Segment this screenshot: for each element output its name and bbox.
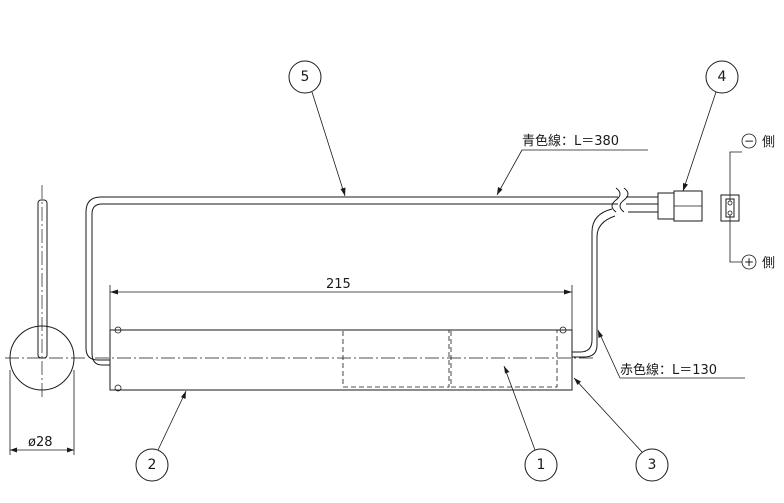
plus-symbol: + — [744, 255, 754, 269]
arrowhead — [497, 187, 503, 195]
red-wire — [572, 208, 616, 358]
blue-wire-label: 青色線：L＝380 — [496, 133, 648, 196]
negative-side-label: 側 — [762, 135, 775, 150]
callout-leader — [157, 390, 187, 451]
callout-number: 5 — [301, 69, 310, 85]
arrowhead — [683, 183, 688, 191]
end-view: ø28 — [5, 185, 85, 455]
arrowhead — [340, 187, 346, 196]
minus-icon — [741, 133, 757, 149]
callout-5: 5 — [288, 60, 346, 197]
callout-leader — [503, 365, 536, 451]
end-view-wire-lead — [37, 199, 48, 359]
positive-side-label: 側 — [762, 256, 775, 271]
arrowhead — [181, 391, 186, 399]
callout-balloon — [524, 448, 558, 482]
arrowhead — [598, 330, 603, 338]
callout-leader — [311, 91, 346, 197]
red-wire-outer — [572, 208, 613, 353]
blue-wire-leader — [496, 149, 523, 196]
corner-mark — [114, 384, 122, 392]
wire-break-mark — [619, 187, 629, 213]
blue-wire-outer — [85, 196, 618, 361]
red-wire-label: 赤色線：L＝130 — [597, 329, 745, 379]
cell-end-circle — [9, 325, 75, 391]
corner-mark — [559, 326, 567, 334]
arrowhead — [67, 447, 74, 453]
diameter-label: ø28 — [28, 435, 53, 450]
callout-balloon — [635, 448, 669, 482]
positive-leader — [729, 215, 742, 263]
callout-balloon — [135, 448, 169, 482]
callout-number: 4 — [718, 69, 727, 85]
callout-leader — [573, 377, 643, 453]
arrowhead — [110, 289, 118, 295]
cell-hidden-outline-right — [450, 329, 558, 388]
connector-face-inner — [725, 198, 735, 218]
callout-balloon — [288, 60, 322, 94]
length-label: 215 — [326, 277, 351, 292]
connector-face: − 側 + 側 — [720, 133, 775, 271]
minus-symbol: − — [744, 134, 754, 148]
callout-number: 1 — [537, 457, 546, 473]
callout-number: 2 — [148, 457, 157, 473]
red-wire-inner — [572, 215, 616, 358]
connector-neck — [657, 192, 675, 220]
battery-body — [95, 326, 595, 392]
arrowhead — [564, 289, 572, 295]
callout-4: 4 — [682, 60, 739, 192]
callout-3: 3 — [573, 377, 669, 482]
red-wire-leader — [597, 329, 621, 379]
blue-wire — [85, 196, 618, 366]
arrowhead — [574, 378, 581, 385]
blue-wire-inner — [91, 203, 618, 366]
wire-break-mark — [611, 187, 621, 213]
callout-number: 3 — [648, 457, 657, 473]
callout-1: 1 — [503, 365, 558, 482]
callout-leader — [682, 91, 717, 192]
red-wire-text: 赤色線：L＝130 — [620, 362, 717, 378]
arrowhead — [10, 447, 17, 453]
connector — [657, 190, 703, 222]
battery-outline — [109, 329, 573, 391]
callout-2: 2 — [135, 390, 187, 482]
negative-leader — [729, 151, 742, 201]
corner-mark — [114, 326, 122, 334]
length-dimension: 215 — [109, 277, 573, 330]
cell-hidden-outline-left — [342, 329, 450, 388]
callout-balloon — [705, 60, 739, 94]
positive-terminal — [727, 210, 733, 216]
plus-icon — [741, 254, 757, 270]
blue-wire-text: 青色線：L＝380 — [522, 133, 619, 149]
arrowhead — [504, 366, 510, 374]
negative-terminal — [727, 200, 733, 206]
